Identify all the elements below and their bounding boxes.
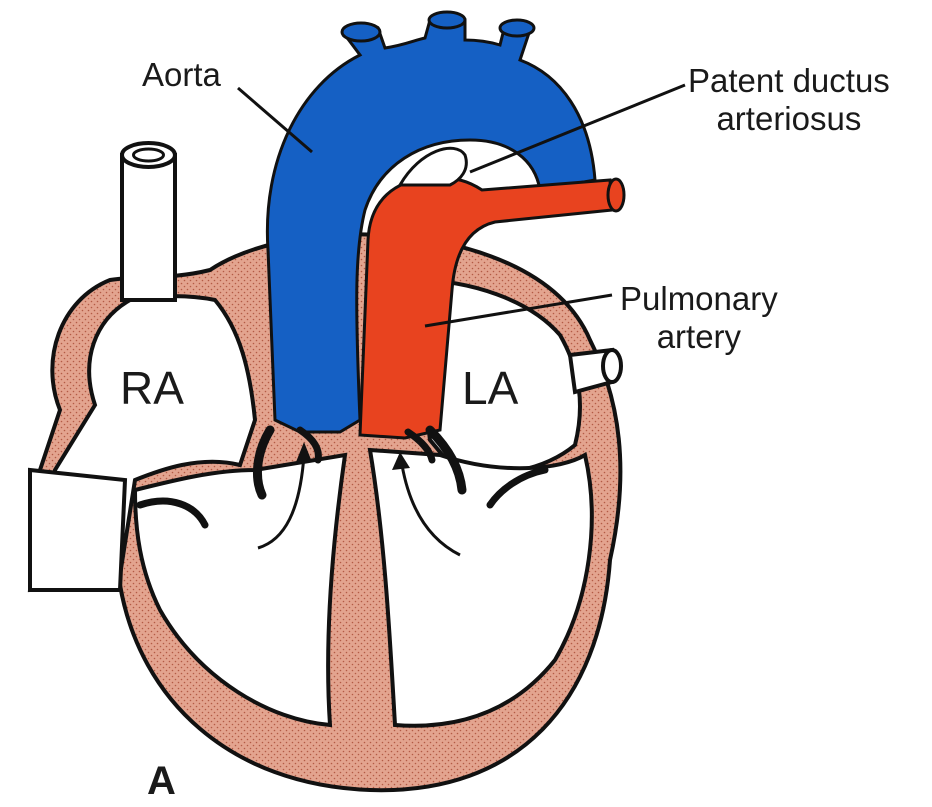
label-pulmonary-line1: Pulmonary [620, 280, 778, 318]
label-right-atrium: RA [120, 362, 184, 415]
label-pulmonary-line2: artery [620, 318, 778, 356]
aorta-branch-3 [500, 20, 534, 36]
panel-letter: A [147, 758, 176, 804]
aorta-branch-1 [342, 23, 380, 41]
aorta-branch-2 [429, 12, 465, 28]
inferior-vena-cava [30, 470, 125, 590]
label-patent-ductus: Patent ductus arteriosus [688, 62, 890, 138]
label-patent-ductus-line1: Patent ductus [688, 62, 890, 100]
superior-vena-cava [122, 155, 175, 300]
label-left-atrium: LA [462, 362, 518, 415]
label-patent-ductus-line2: arteriosus [688, 100, 890, 138]
label-aorta: Aorta [142, 56, 221, 94]
label-pulmonary-artery: Pulmonary artery [620, 280, 778, 356]
